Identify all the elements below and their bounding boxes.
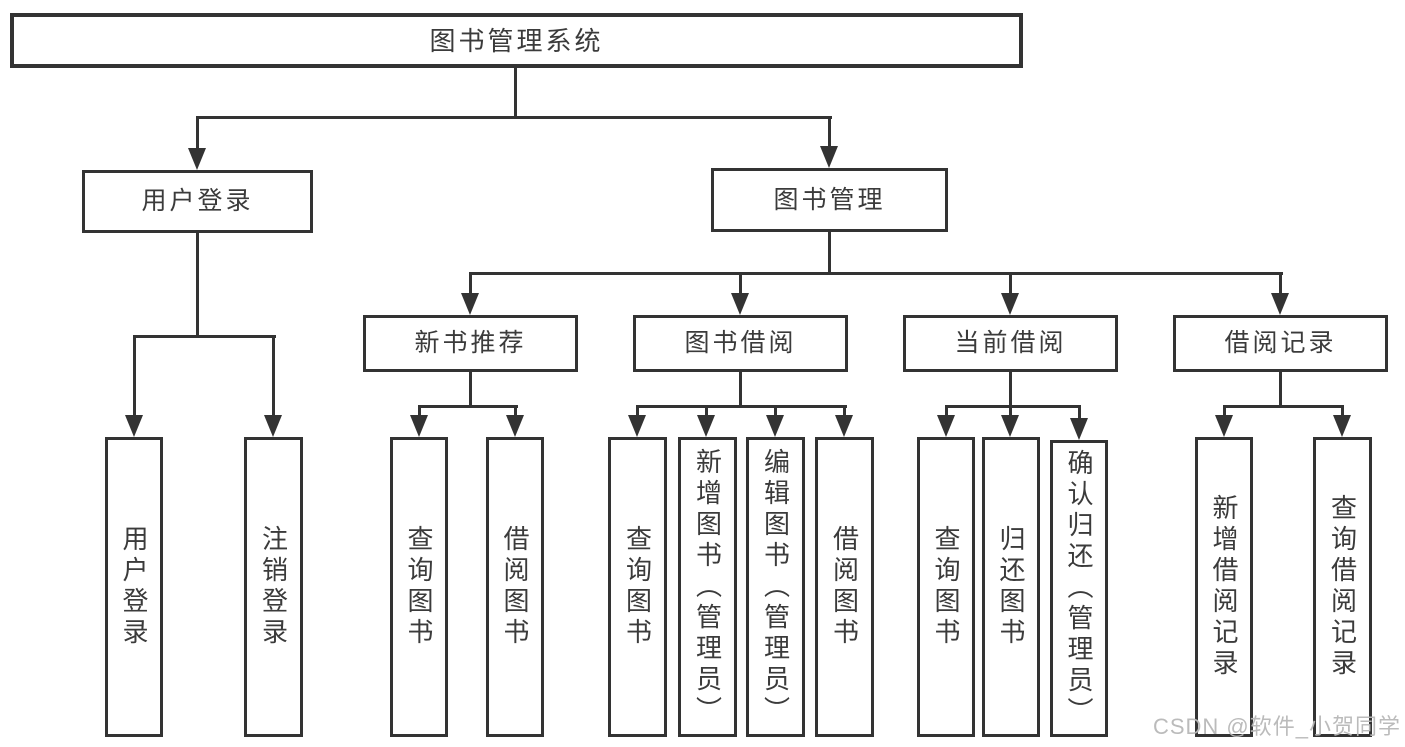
arrowhead-down-icon xyxy=(820,146,838,168)
connector-line xyxy=(133,335,136,417)
node-label: 用户登录 xyxy=(141,187,254,215)
connector-line xyxy=(133,335,276,338)
node-book-management: 图书管理 xyxy=(711,168,948,232)
connector-line xyxy=(1341,405,1344,417)
leaf-query-books: 查询图书 xyxy=(390,437,448,737)
connector-line xyxy=(1078,405,1081,420)
connector-line xyxy=(1009,372,1012,408)
connector-line xyxy=(828,116,831,148)
leaf-label: 注销登录 xyxy=(258,525,289,649)
arrowhead-down-icon xyxy=(461,293,479,315)
leaf-borrow-books: 借阅图书 xyxy=(486,437,544,737)
leaf-label: 编辑图书（管理员） xyxy=(760,447,791,727)
leaf-label: 查询图书 xyxy=(931,525,961,649)
leaf-query-books: 查询图书 xyxy=(608,437,667,737)
node-root: 图书管理系统 xyxy=(10,13,1023,68)
connector-line xyxy=(739,272,742,295)
arrowhead-down-icon xyxy=(697,415,715,437)
arrowhead-down-icon xyxy=(1001,415,1019,437)
leaf-label: 新增图书（管理员） xyxy=(692,447,723,727)
leaf-label: 查询图书 xyxy=(404,525,434,649)
connector-line xyxy=(196,116,199,150)
leaf-edit-books-admin: 编辑图书（管理员） xyxy=(746,437,805,737)
node-label: 图书借阅 xyxy=(684,329,797,357)
node-root-label: 图书管理系统 xyxy=(429,25,604,56)
node-borrowing-records: 借阅记录 xyxy=(1173,315,1388,372)
leaf-label: 用户登录 xyxy=(119,525,149,649)
leaf-return-books: 归还图书 xyxy=(982,437,1040,737)
leaf-label: 归还图书 xyxy=(996,525,1026,649)
arrowhead-down-icon xyxy=(1215,415,1233,437)
leaf-query-books: 查询图书 xyxy=(917,437,975,737)
connector-line xyxy=(469,372,472,408)
node-book-borrowing: 图书借阅 xyxy=(633,315,848,372)
connector-line xyxy=(1009,405,1012,417)
arrowhead-down-icon xyxy=(731,293,749,315)
arrowhead-down-icon xyxy=(835,415,853,437)
connector-line xyxy=(1223,405,1226,417)
node-label: 新书推荐 xyxy=(414,329,527,357)
arrowhead-down-icon xyxy=(1001,293,1019,315)
connector-line xyxy=(514,66,517,119)
arrowhead-down-icon xyxy=(766,415,784,437)
connector-line xyxy=(272,335,275,417)
arrowhead-down-icon xyxy=(628,415,646,437)
connector-line xyxy=(774,405,777,417)
connector-line xyxy=(739,372,742,408)
node-current-borrowing: 当前借阅 xyxy=(903,315,1118,372)
node-user-login: 用户登录 xyxy=(82,170,313,233)
connector-line xyxy=(418,405,421,417)
csdn-watermark: CSDN @软件_小贺同学 xyxy=(1152,714,1401,739)
connector-line xyxy=(636,405,639,417)
arrowhead-down-icon xyxy=(125,415,143,437)
leaf-logout: 注销登录 xyxy=(244,437,303,737)
connector-line xyxy=(196,233,199,338)
leaf-borrow-books: 借阅图书 xyxy=(815,437,874,737)
leaf-label: 查询图书 xyxy=(622,525,653,649)
node-label: 借阅记录 xyxy=(1224,329,1337,357)
node-label: 当前借阅 xyxy=(954,329,1067,357)
arrowhead-down-icon xyxy=(937,415,955,437)
connector-line xyxy=(1009,272,1012,295)
connector-line xyxy=(514,405,517,417)
arrowhead-down-icon xyxy=(1333,415,1351,437)
leaf-query-borrow-record: 查询借阅记录 xyxy=(1313,437,1372,737)
connector-line xyxy=(828,232,831,275)
arrowhead-down-icon xyxy=(264,415,282,437)
arrowhead-down-icon xyxy=(188,148,206,170)
leaf-add-books-admin: 新增图书（管理员） xyxy=(678,437,737,737)
leaf-label: 借阅图书 xyxy=(500,525,530,649)
leaf-label: 新增借阅记录 xyxy=(1209,494,1239,680)
node-label: 图书管理 xyxy=(773,185,886,214)
leaf-label: 查询借阅记录 xyxy=(1327,494,1358,680)
arrowhead-down-icon xyxy=(506,415,524,437)
connector-line xyxy=(843,405,846,417)
arrowhead-down-icon xyxy=(1070,418,1088,440)
leaf-add-borrow-record: 新增借阅记录 xyxy=(1195,437,1253,737)
leaf-user-login: 用户登录 xyxy=(105,437,163,737)
connector-line xyxy=(945,405,1081,408)
leaf-label: 借阅图书 xyxy=(829,525,860,649)
connector-line xyxy=(469,272,1283,275)
leaf-confirm-return-admin: 确认归还（管理员） xyxy=(1050,440,1108,737)
leaf-label: 确认归还（管理员） xyxy=(1064,449,1094,728)
connector-line xyxy=(1223,405,1344,408)
connector-line xyxy=(705,405,708,417)
node-new-book-recommend: 新书推荐 xyxy=(363,315,578,372)
connector-line xyxy=(945,405,948,417)
connector-line xyxy=(636,405,847,408)
arrowhead-down-icon xyxy=(1271,293,1289,315)
connector-line xyxy=(1279,272,1282,295)
connector-line xyxy=(418,405,518,408)
connector-line xyxy=(196,116,832,119)
arrowhead-down-icon xyxy=(410,415,428,437)
connector-line xyxy=(1279,372,1282,408)
connector-line xyxy=(469,272,472,295)
